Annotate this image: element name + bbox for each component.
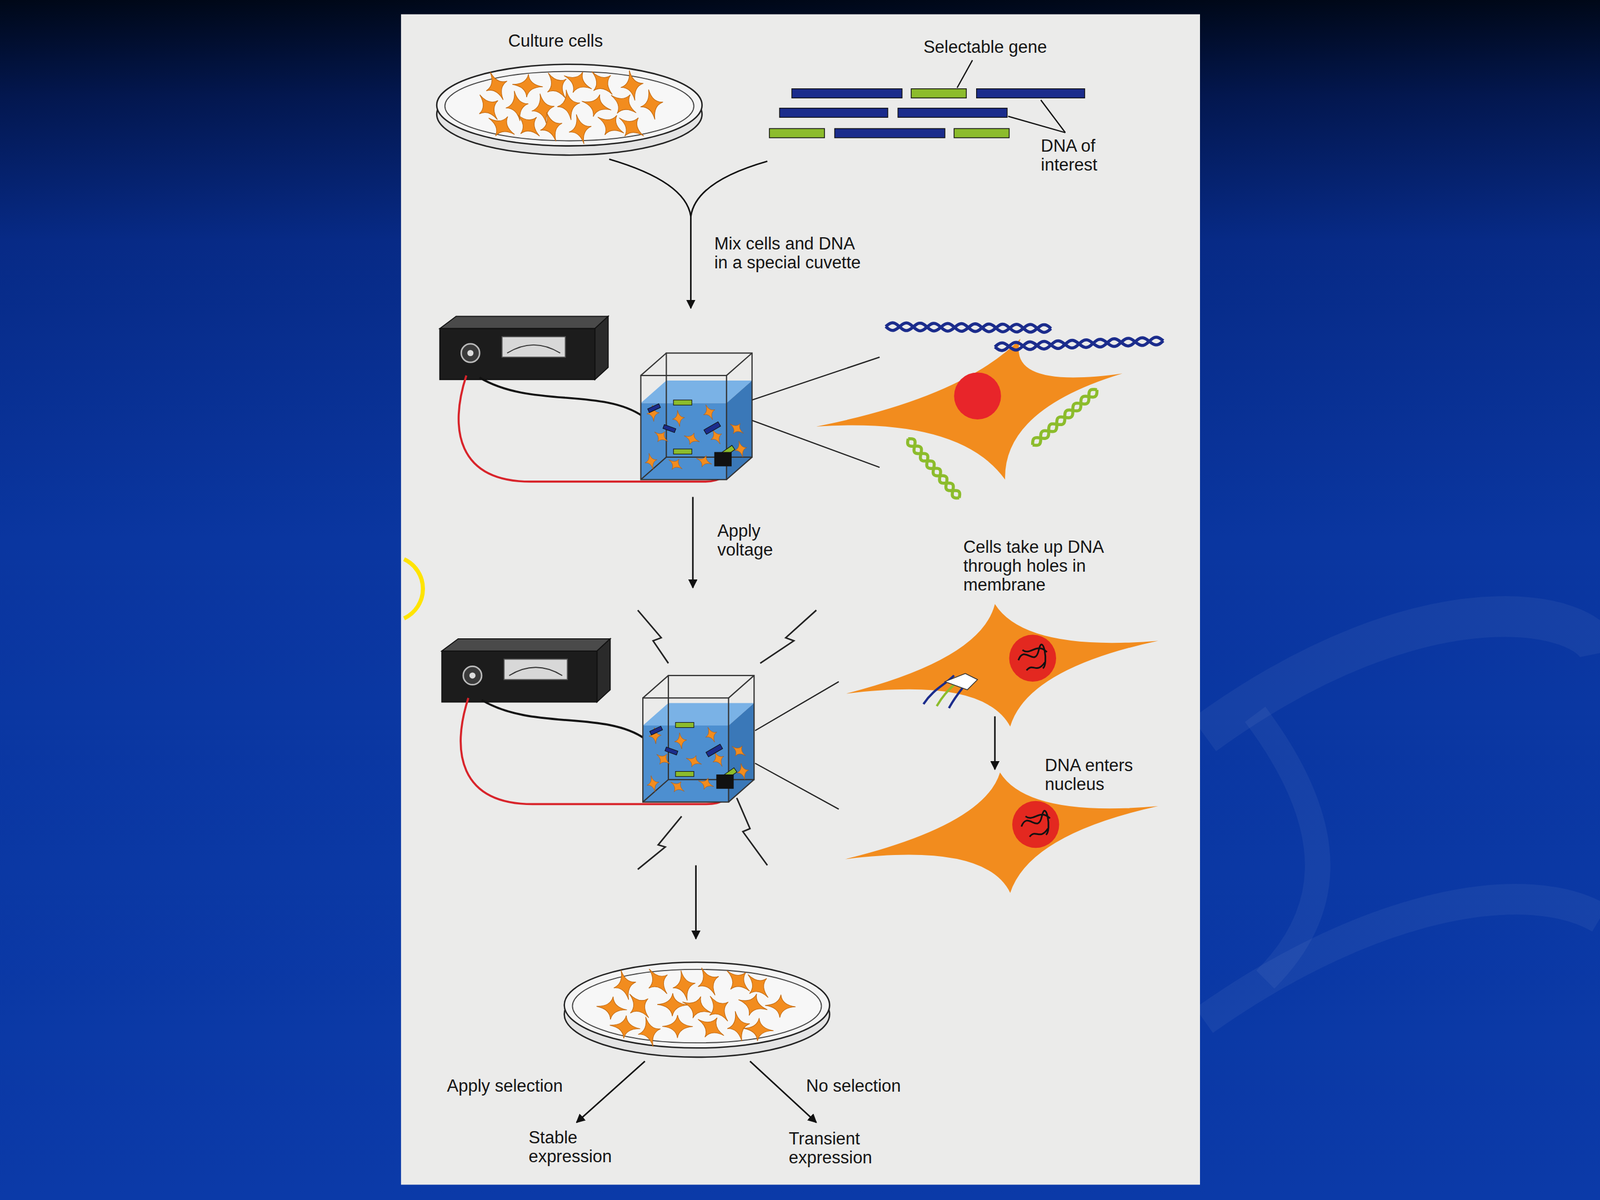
cultured-cells (479, 70, 664, 144)
cell-illustration (816, 322, 1163, 893)
cell (816, 338, 1123, 480)
cell (479, 95, 499, 120)
cell (662, 1015, 693, 1038)
highlight-arc (403, 559, 423, 619)
dna-helix (885, 322, 1052, 333)
petri-dish (564, 962, 830, 1058)
cell (696, 455, 713, 468)
cell (638, 1016, 661, 1047)
dna-helix (885, 322, 1052, 333)
cell (654, 431, 668, 442)
chromatin (1018, 644, 1047, 671)
cell (610, 1015, 641, 1039)
cell (488, 116, 515, 137)
dna-helix (907, 438, 960, 499)
cell (743, 1018, 774, 1042)
cell (547, 72, 567, 98)
cell (512, 74, 543, 98)
cell (727, 1011, 750, 1042)
label: Culture cells (508, 31, 604, 51)
cell (581, 94, 612, 117)
cell (596, 996, 628, 1020)
voltage-bolts (637, 610, 817, 870)
cultured-cells (596, 967, 796, 1047)
label: Apply voltage (717, 521, 783, 560)
cell (682, 996, 712, 1019)
cell (747, 974, 768, 998)
cell (611, 94, 637, 114)
cell (531, 93, 555, 124)
cell (591, 71, 613, 95)
cell (672, 410, 685, 427)
label: Transient expression (788, 1129, 881, 1168)
label: No selection (806, 1076, 902, 1096)
dna-helix (1032, 389, 1098, 446)
cell (698, 967, 719, 995)
panel (401, 14, 1200, 1185)
cell (505, 91, 529, 122)
cell (845, 603, 1159, 727)
cell (735, 441, 747, 458)
electroporator (440, 316, 753, 482)
cell (486, 72, 507, 100)
cell (613, 970, 637, 1000)
cell (726, 970, 750, 992)
cell (668, 459, 683, 470)
cell (684, 433, 700, 445)
dna-fragment (662, 424, 676, 433)
cell (517, 115, 540, 137)
cuvette-contents (645, 400, 747, 470)
label: DNA enters nucleus (1045, 756, 1143, 794)
cell (563, 71, 592, 93)
leader-lines (957, 60, 1066, 133)
dna-fragment (673, 448, 692, 454)
cell (629, 993, 649, 1018)
dna-fragment (647, 403, 661, 413)
nucleus (1009, 634, 1057, 682)
cell (657, 993, 688, 1017)
cell (698, 1017, 725, 1038)
cell (730, 423, 744, 434)
dna-fragment (703, 421, 721, 435)
label: Stable expression (528, 1128, 620, 1167)
dna-fragments (769, 88, 1085, 138)
cell (620, 70, 644, 101)
membrane-pore (945, 673, 978, 690)
cell (672, 970, 695, 1001)
dna-helix (908, 438, 960, 499)
cell (738, 993, 768, 1016)
cell (640, 89, 663, 120)
chromatin (1021, 810, 1050, 837)
cell (711, 429, 722, 444)
cell (709, 996, 729, 1022)
label: Cells take up DNA through holes in membr… (963, 537, 1115, 595)
cell (568, 114, 592, 144)
label: DNA of interest (1041, 136, 1113, 175)
cell (765, 994, 796, 1018)
dna-helix (1032, 390, 1098, 445)
cell (540, 112, 563, 142)
electroporator (441, 638, 754, 805)
petri-dish (436, 64, 703, 155)
background-swirl (1203, 616, 1600, 1021)
cell (845, 772, 1159, 893)
label: Selectable gene (923, 37, 1047, 57)
cell (619, 117, 644, 137)
label: Apply selection (447, 1076, 564, 1096)
dna-fragment (673, 400, 692, 405)
label: Mix cells and DNA in a special cuvette (714, 234, 868, 273)
nucleus (953, 372, 1001, 419)
cell (645, 453, 657, 470)
nucleus (1012, 801, 1059, 848)
dna-helix (995, 337, 1164, 350)
cell (703, 405, 715, 420)
dna-helix (995, 337, 1164, 351)
cell (648, 968, 668, 994)
